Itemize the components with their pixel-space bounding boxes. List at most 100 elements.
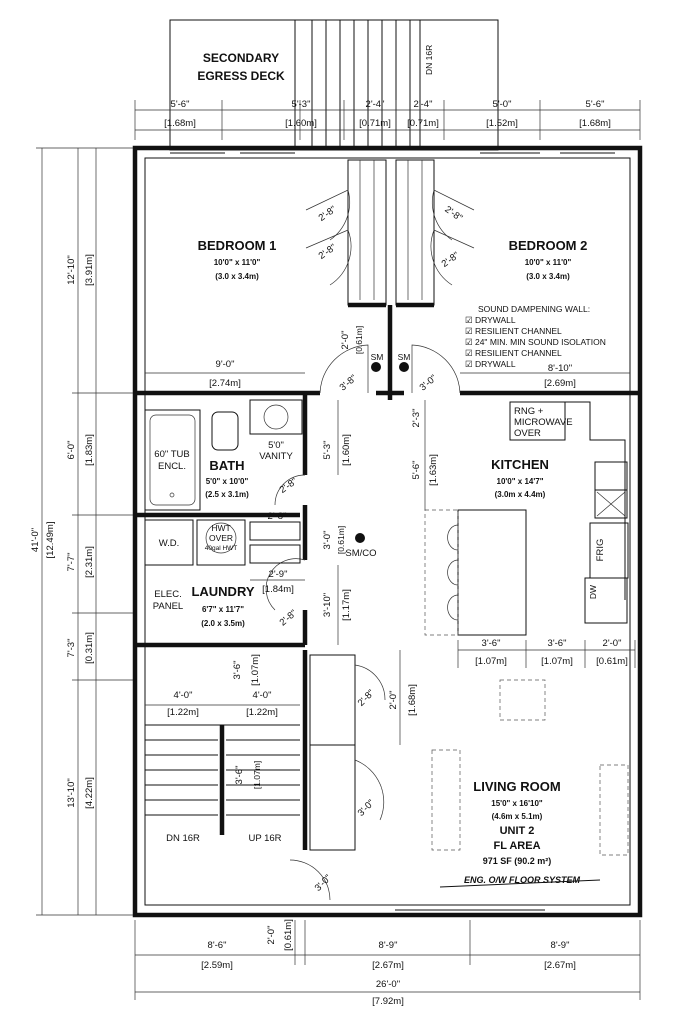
rng-label-2: MICROWAVE [514, 417, 573, 428]
island-dim-c-m: [0.61m] [596, 656, 628, 667]
bath-metric: (2.5 x 3.1m) [205, 490, 249, 499]
laundry-2-9-m: [1.84m] [262, 584, 294, 595]
bottom-dim-2: 2'-0" [266, 926, 277, 945]
bed-left-width: 9'-0" [216, 359, 235, 370]
closet-2-0-m: [1.68m] [407, 684, 418, 716]
bath-name: BATH [209, 458, 244, 473]
deck-stair-note: DN 16R [424, 45, 434, 75]
kitchen-5-6-m: [1.63m] [428, 454, 439, 486]
stair-4-0-b: 4'-0" [253, 690, 272, 701]
door-swings [265, 189, 475, 901]
floor-system-note: ENG. O/W FLOOR SYSTEM [464, 875, 581, 885]
vanity-label-1: 5'0" [268, 440, 284, 451]
hall-3-10: 3'-10" [322, 593, 333, 617]
deck-title-line1: SECONDARY [203, 51, 279, 65]
door-3-0-a: 3'-0" [356, 798, 377, 819]
tub-label-1: 60" TUB [154, 449, 189, 460]
bottom-dim-m-4: [2.67m] [544, 960, 576, 971]
top-dim-m-3: [0.71m] [359, 118, 391, 129]
top-dimensions: 5'-6" 5'-3" 2'-4" 2'-4" 5'-0" 5'-6" [1.6… [134, 99, 641, 140]
island-dim-a: 3'-6" [482, 638, 501, 649]
living-room: LIVING ROOM 15'0" x 16'10" (4.6m x 5.1m)… [431, 679, 629, 888]
top-dim-4: 2'-4" [414, 99, 433, 110]
kitchen-5-6: 5'-6" [411, 461, 422, 480]
sf-label: 971 SF (90.2 m²) [483, 856, 552, 866]
left-dim-2: 6'-0" [66, 441, 77, 460]
left-dim-m-1: [3.91m] [84, 254, 95, 286]
left-dim-overall-m: [12.49m] [45, 522, 56, 559]
stair-4-0-a: 4'-0" [174, 690, 193, 701]
kitchen-size: 10'0" x 14'7" [497, 477, 544, 486]
left-dim-m-4: [0.31m] [84, 632, 95, 664]
vanity-label-2: VANITY [259, 451, 293, 462]
deck-title-line2: EGRESS DECK [197, 69, 285, 83]
living-name: LIVING ROOM [473, 779, 560, 794]
stair-3-6: 3'-6" [232, 661, 243, 680]
island-dim-a-m: [1.07m] [475, 656, 507, 667]
top-dim-1: 5'-6" [171, 99, 190, 110]
door-dim-1: 2'-8" [317, 204, 339, 224]
stair-4-0-a-m: [1.22m] [167, 707, 199, 718]
living-size: 15'0" x 16'10" [491, 799, 543, 808]
bedroom1-name: BEDROOM 1 [198, 238, 277, 253]
hall-door-left: 3'-8" [338, 373, 360, 394]
bath-door-dim: 2'-8" [278, 476, 300, 496]
sound-wall-item-1: ☑ DRYWALL [465, 315, 516, 325]
laundry: W.D. HWT OVER 40gal HWT ELEC. PANEL LAUN… [144, 519, 305, 629]
bottom-dim-1: 8'-6" [208, 940, 227, 951]
sm-label-2: SM [398, 352, 411, 362]
top-dim-m-6: [1.68m] [579, 118, 611, 129]
bedroom1-metric: (3.0 x 3.4m) [215, 272, 259, 281]
overall-width: 26'-0" [376, 979, 400, 990]
bedroom-2: BEDROOM 2 10'0" x 11'0" (3.0 x 3.4m) [509, 238, 588, 281]
top-dim-m-4: [0.71m] [407, 118, 439, 129]
stair-4-0-b-m: [1.22m] [246, 707, 278, 718]
bottom-dim-m-1: [2.59m] [201, 960, 233, 971]
hall-3-10-m: [1.17m] [341, 589, 352, 621]
stair-up-label: UP 16R [248, 833, 281, 844]
sound-wall-item-2: ☑ RESILIENT CHANNEL [465, 326, 562, 336]
top-dim-m-5: [1.52m] [486, 118, 518, 129]
hall-2-0: 2'-0" [340, 331, 351, 350]
bedroom2-name: BEDROOM 2 [509, 238, 588, 253]
hwt-label-2: OVER [209, 533, 233, 543]
kitchen-metric: (3.0m x 4.4m) [495, 490, 546, 499]
fl-area-label: FL AREA [493, 840, 540, 852]
door-dim-4: 2'-8" [440, 250, 462, 270]
left-dim-m-5: [4.22m] [84, 777, 95, 809]
island-dim-c: 2'-0" [603, 638, 622, 649]
top-dim-m-1: [1.68m] [164, 118, 196, 129]
unit-label: UNIT 2 [500, 825, 535, 837]
bath-size: 5'0" x 10'0" [206, 477, 249, 486]
left-dimensions: 12'-10" [3.91m] 6'-0" [1.83m] 7'-7" [2.3… [30, 147, 135, 916]
tub-label-2: ENCL. [158, 461, 186, 472]
stair-3-6-b-m: [1.07m] [252, 761, 262, 789]
island-dim-b: 3'-6" [548, 638, 567, 649]
sound-wall-item-5: ☑ DRYWALL [465, 359, 516, 369]
closet-dims: 2'-8" 2'-0" [1.68m] 3'-0" 3'-0" [313, 650, 418, 894]
hwt-label-3: 40gal HWT [205, 545, 238, 552]
bottom-dim-m-3: [2.67m] [372, 960, 404, 971]
kitchen: RNG + MICROWAVE OVER FRIG DW KITCHEN 10'… [411, 400, 636, 668]
stair-3-6-m: [1.07m] [250, 654, 261, 686]
bedroom2-metric: (3.0 x 3.4m) [526, 272, 570, 281]
laundry-metric: (2.0 x 3.5m) [201, 619, 245, 628]
stair-3-6-b: 3'-6" [234, 766, 245, 785]
bedroom2-size: 10'0" x 11'0" [525, 258, 572, 267]
bottom-dim-m-2: [0.61m] [283, 919, 294, 951]
laundry-2-9: 2'-9" [269, 569, 288, 580]
bed-right-width: 8'-10" [548, 363, 572, 374]
kitchen-2-3: 2'-3" [411, 409, 422, 428]
bedroom-dims: 9'-0" [2.74m] 8'-10" [2.69m] 2'-8" 2'-8"… [145, 204, 630, 393]
left-dim-m-3: [2.31m] [84, 546, 95, 578]
overall-width-m: [7.92m] [372, 996, 404, 1007]
smoke-detectors: SM SM SM/CO [345, 352, 410, 559]
egress-deck: SECONDARY EGRESS DECK DN 16R [169, 19, 499, 151]
kitchen-name: KITCHEN [491, 457, 549, 472]
laundry-door-dim: 2'-8" [278, 608, 300, 629]
island-dim-b-m: [1.07m] [541, 656, 573, 667]
hall-5-3: 5'-3" [322, 441, 333, 460]
wd-label: W.D. [159, 538, 180, 549]
laundry-size: 6'7" x 11'7" [202, 605, 244, 614]
sm-label-1: SM [371, 352, 384, 362]
